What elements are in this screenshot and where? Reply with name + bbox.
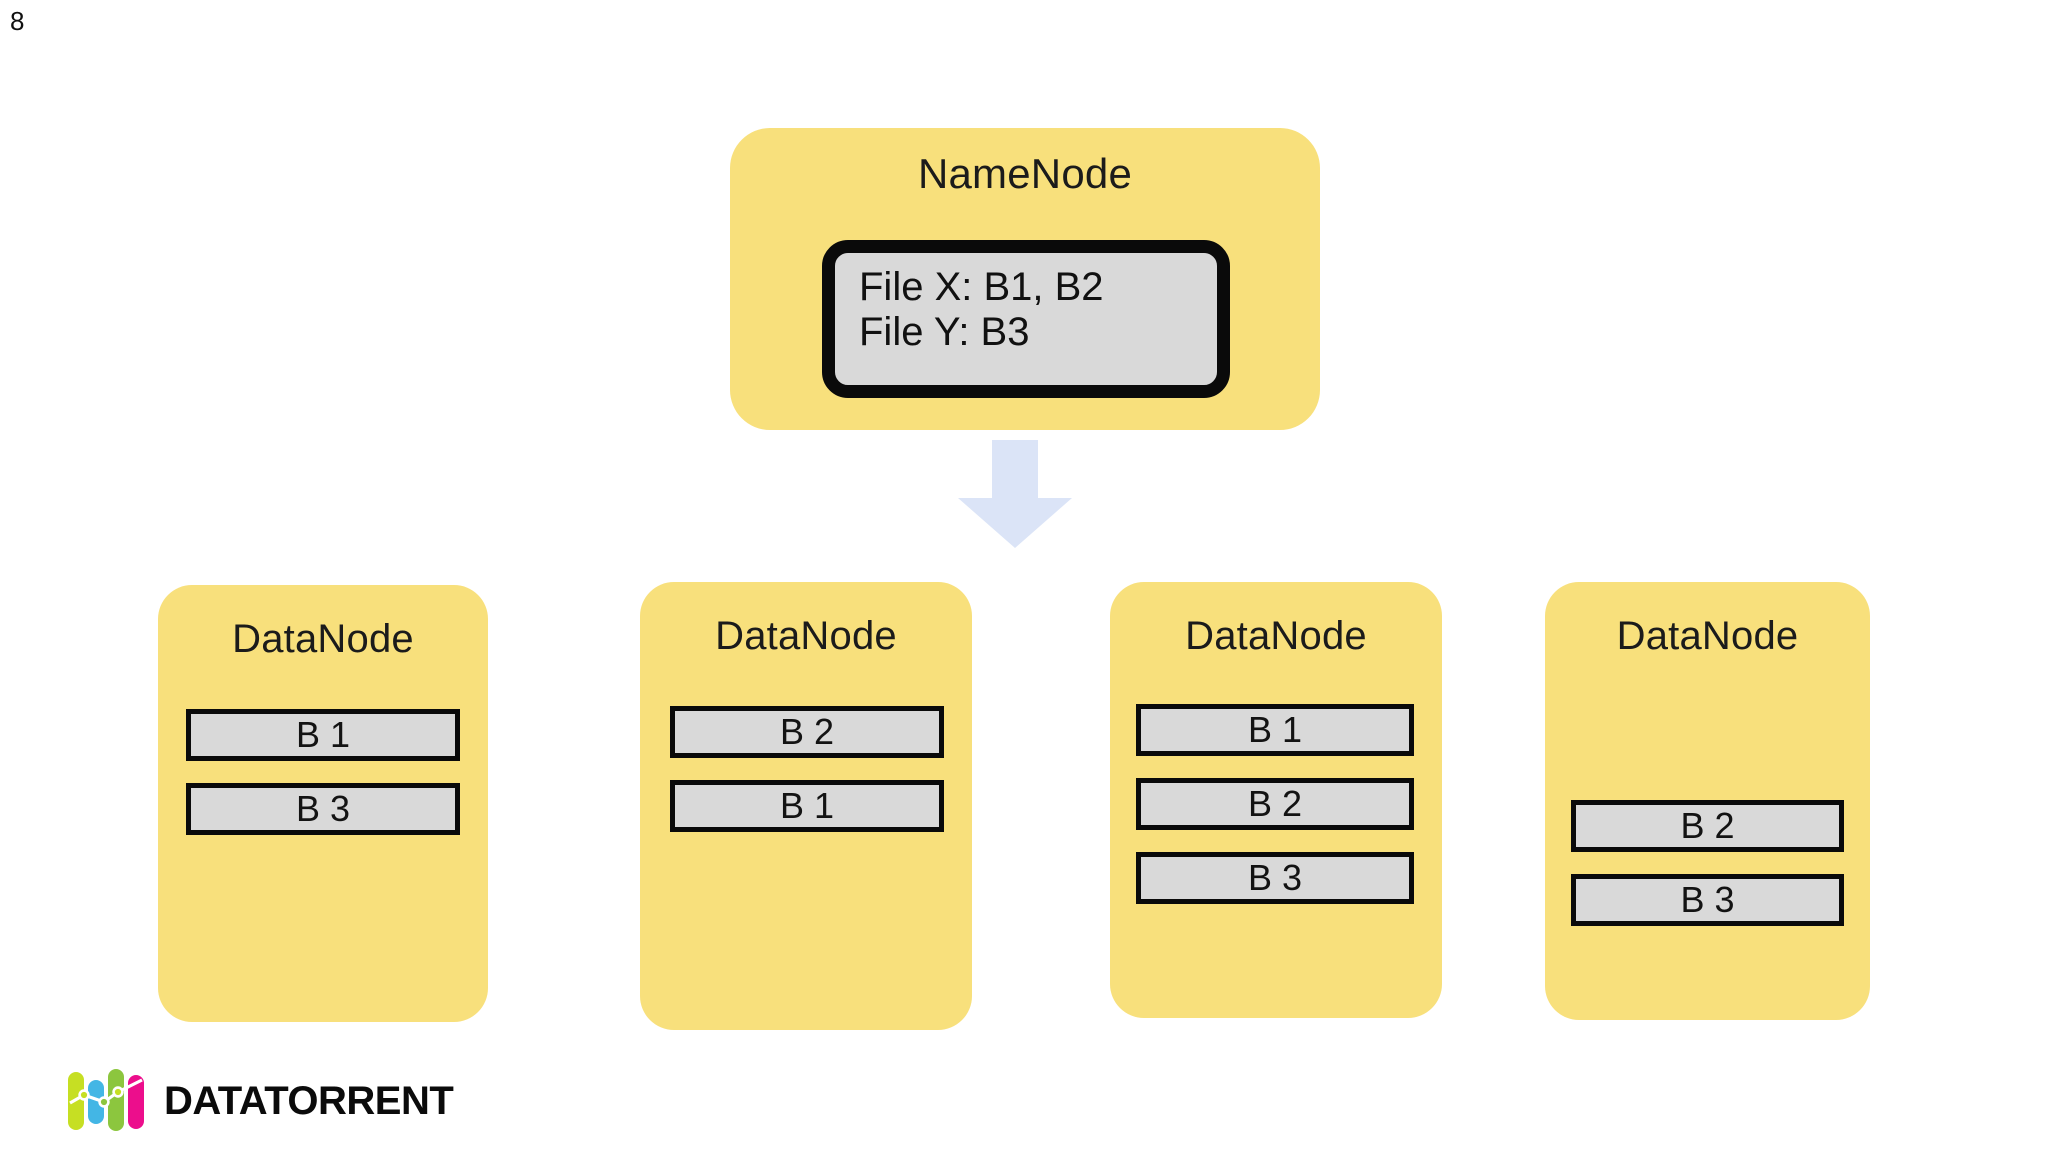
block-item: B 1 [670, 780, 944, 832]
datanode-card[interactable]: DataNode B 1 B 2 B 3 [1110, 582, 1442, 1018]
datatorrent-wordmark: DATATORRENT [164, 1079, 454, 1123]
block-item: B 2 [670, 706, 944, 758]
block-item: B 2 [1571, 800, 1844, 852]
block-stack: B 1 B 3 [158, 709, 488, 835]
block-item: B 1 [1136, 704, 1414, 756]
namenode-metadata-line: File X: B1, B2 [859, 265, 1104, 309]
datanode-title: DataNode [1185, 614, 1367, 658]
datanode-card[interactable]: DataNode B 1 B 3 [158, 585, 488, 1022]
block-item: B 2 [1136, 778, 1414, 830]
block-item: B 1 [186, 709, 460, 761]
slide-number: 8 [10, 6, 25, 36]
namenode-card[interactable]: NameNode File X: B1, B2 File Y: B3 [730, 128, 1320, 430]
datanode-card[interactable]: DataNode B 2 B 1 [640, 582, 972, 1030]
namenode-metadata-box: File X: B1, B2 File Y: B3 [822, 240, 1230, 398]
datanode-title: DataNode [1616, 614, 1799, 658]
namenode-metadata-line: File Y: B3 [859, 309, 1030, 354]
block-stack: B 1 B 2 B 3 [1110, 704, 1442, 904]
namenode-title: NameNode [917, 150, 1133, 197]
datanode-title: DataNode [715, 614, 897, 658]
block-stack: B 2 B 1 [640, 706, 972, 832]
block-item: B 3 [1571, 874, 1844, 926]
block-item: B 3 [186, 783, 460, 835]
block-stack: B 2 B 3 [1545, 800, 1870, 926]
datanode-title: DataNode [232, 617, 414, 661]
datatorrent-logo-mark [68, 1069, 144, 1131]
datatorrent-logo: DATATORRENT [66, 1068, 454, 1134]
block-item: B 3 [1136, 852, 1414, 904]
arrow-down-icon [955, 440, 1075, 550]
datanode-card[interactable]: DataNode B 2 B 3 [1545, 582, 1870, 1020]
